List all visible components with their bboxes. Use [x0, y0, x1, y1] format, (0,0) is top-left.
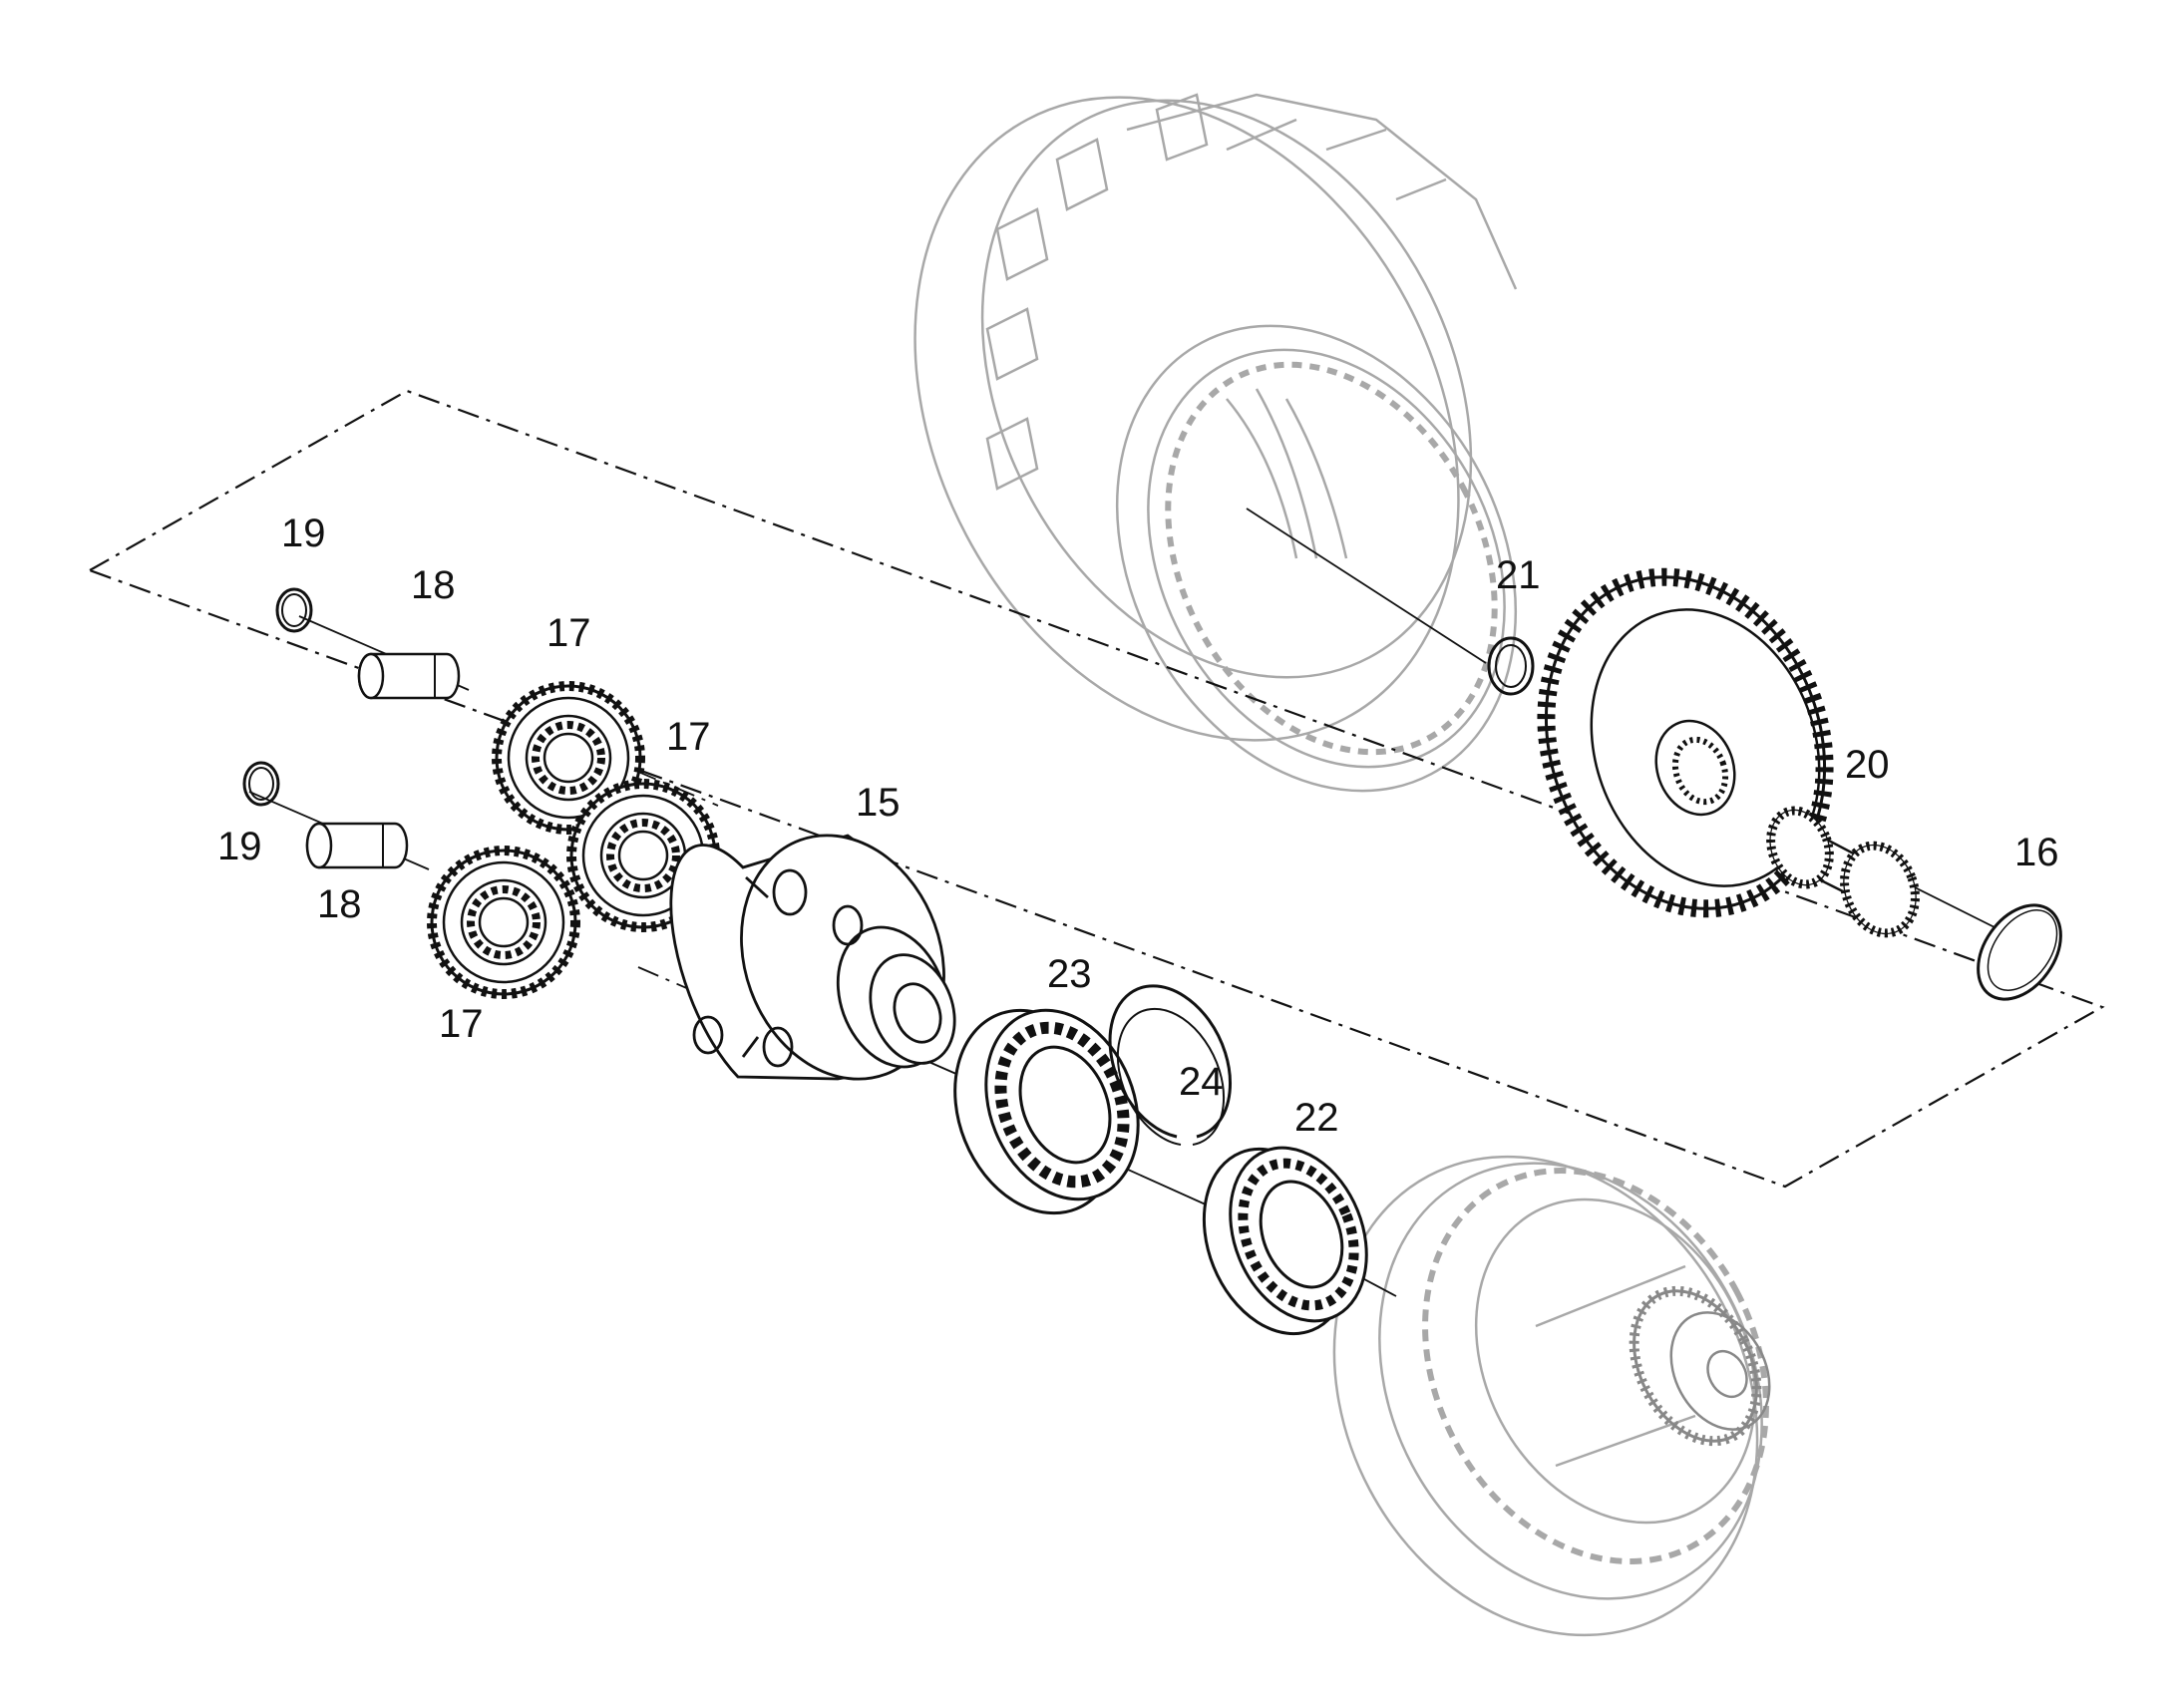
splined-shaft-20 — [1766, 806, 1920, 938]
output-flange-shaft — [1332, 1155, 1771, 1637]
sun-gear — [1537, 567, 1834, 918]
callout-18-upper: 18 — [411, 563, 456, 607]
bearing-23 — [953, 1008, 1140, 1215]
snap-ring-21 — [1487, 636, 1535, 696]
callout-24: 24 — [1179, 1060, 1224, 1104]
callout-18-lower: 18 — [317, 882, 362, 926]
snap-ring-19-upper — [275, 587, 313, 633]
callout-23: 23 — [1047, 952, 1092, 996]
bearing-22 — [1202, 1146, 1368, 1336]
callout-17-lower: 17 — [439, 1002, 484, 1046]
subassembly-boundary — [87, 389, 2105, 1189]
callout-17-middle: 17 — [666, 715, 711, 759]
callout-17-upper: 17 — [546, 611, 591, 655]
snap-ring-19-lower — [242, 761, 280, 807]
planet-pin-18-lower — [305, 822, 409, 869]
callout-22: 22 — [1294, 1096, 1339, 1140]
circlip-24 — [1108, 984, 1233, 1146]
callout-20: 20 — [1845, 743, 1890, 787]
callout-labels: 19 18 17 17 19 18 17 15 21 20 16 23 24 2… — [217, 512, 2059, 1140]
callout-19-lower: 19 — [217, 825, 262, 868]
planet-pin-18-upper — [357, 652, 461, 700]
planet-gear-17-lower — [432, 851, 575, 994]
callout-19-upper: 19 — [281, 512, 326, 555]
cover-disc-16 — [1977, 903, 2062, 1001]
callout-16: 16 — [2014, 831, 2059, 874]
wheel-hub-housing — [913, 93, 1518, 793]
callout-21: 21 — [1496, 553, 1541, 597]
callout-15: 15 — [856, 781, 901, 825]
planet-carrier-15 — [669, 834, 956, 1081]
